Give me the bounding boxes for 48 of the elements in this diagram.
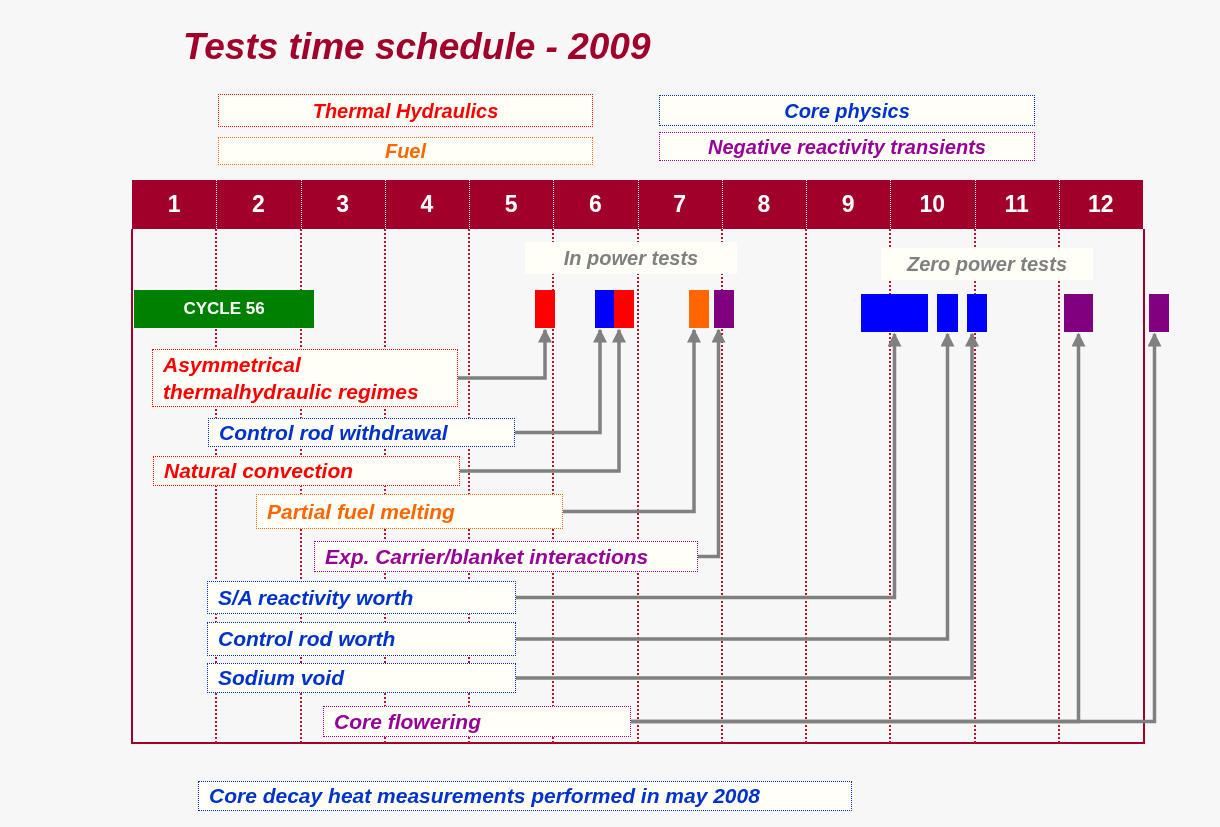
month-number: 6 [587,190,603,219]
cycle-bar: CYCLE 56 [134,290,314,328]
test-label-box: Control rod withdrawal [208,418,515,447]
month-number: 11 [1003,190,1030,219]
test-bar [689,290,709,328]
test-label-box: Natural convection [153,456,460,486]
month-number: 1 [166,190,182,219]
test-bar [1149,294,1169,332]
test-label-box: Exp. Carrier/blanket interactions [314,541,698,572]
arrow [698,328,726,559]
month-number: 8 [756,190,772,219]
month-number: 9 [840,190,856,219]
arrow [516,332,955,641]
arrow [515,328,607,435]
test-bar [1064,294,1093,332]
test-label-box: Partial fuel melting [256,494,563,529]
category-box: Fuel [218,137,593,165]
test-label-box: Core flowering [323,706,631,737]
test-bar [614,290,634,328]
category-box: Thermal Hydraulics [218,94,593,127]
diagram-title: Tests time schedule - 2009 [183,26,651,68]
arrow [516,332,902,600]
test-bar [714,290,734,328]
arrow [563,328,701,514]
test-bar [937,294,958,332]
month-number: 12 [1087,190,1115,219]
test-bar [967,294,987,332]
test-label-box: Asymmetrical thermalhydraulic regimes [152,349,458,407]
test-label-box: Sodium void [207,663,516,693]
category-box: Negative reactivity transients [659,132,1035,161]
arrow [516,332,979,680]
note-box: Core decay heat measurements performed in may 2008 [198,781,852,811]
arrow [460,328,626,473]
month-number: 2 [250,190,266,219]
category-box: Core physics [659,95,1035,126]
month-number: 7 [672,190,687,219]
month-number: 10 [918,190,947,219]
test-label-box: Control rod worth [207,622,516,656]
test-bar [535,290,555,328]
test-bar [595,290,615,328]
test-label-box: S/A reactivity worth [207,581,516,614]
phase-label-box: In power tests [525,242,737,274]
month-number: 4 [419,190,435,219]
phase-label-box: Zero power tests [881,248,1093,280]
month-number: 3 [335,190,350,219]
arrow [458,328,552,380]
test-bar [861,294,928,332]
month-number: 5 [503,190,519,219]
